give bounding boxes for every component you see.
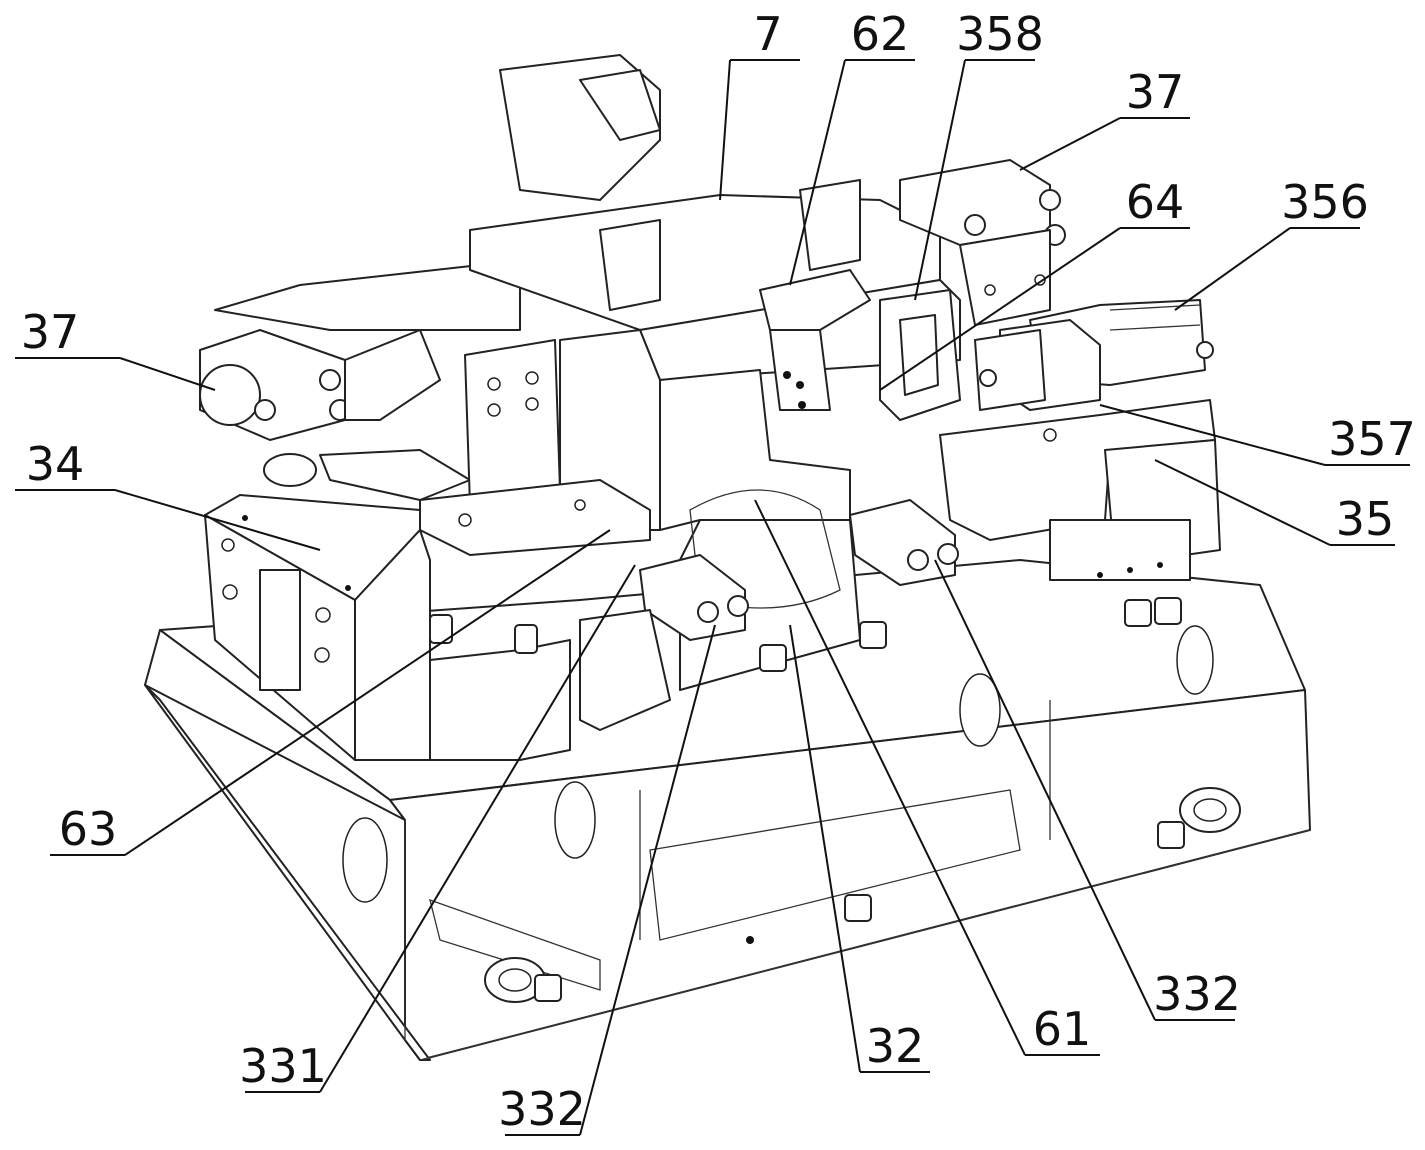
label-357: 357 — [1328, 412, 1416, 466]
label-332-bottom: 332 — [498, 1082, 586, 1136]
label-331: 331 — [239, 1039, 327, 1093]
label-63: 63 — [59, 802, 118, 856]
label-356: 356 — [1281, 175, 1369, 229]
label-358: 358 — [956, 7, 1044, 61]
label-7: 7 — [753, 7, 782, 61]
label-61: 61 — [1033, 1002, 1092, 1056]
label-37-top: 37 — [1126, 65, 1185, 119]
label-62: 62 — [851, 7, 910, 61]
label-32: 32 — [866, 1019, 925, 1073]
label-332-right: 332 — [1153, 967, 1241, 1021]
label-37-left: 37 — [21, 305, 80, 359]
label-64: 64 — [1126, 175, 1185, 229]
block-35 — [940, 400, 1220, 580]
label-35: 35 — [1336, 492, 1395, 546]
label-34: 34 — [26, 437, 85, 491]
